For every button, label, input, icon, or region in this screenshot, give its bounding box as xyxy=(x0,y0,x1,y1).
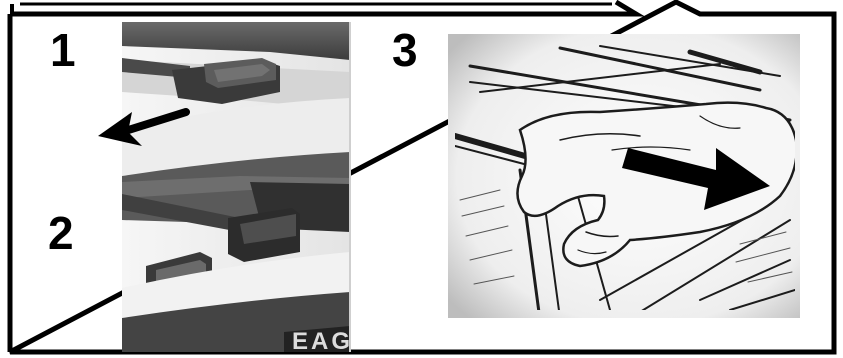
step-number-3: 3 xyxy=(392,27,418,73)
step-number-1: 1 xyxy=(50,27,76,73)
step-number-2: 2 xyxy=(48,210,74,256)
right-illustration xyxy=(448,34,800,320)
partial-brand-label: EAG xyxy=(292,328,353,356)
left-illustration xyxy=(122,22,350,352)
